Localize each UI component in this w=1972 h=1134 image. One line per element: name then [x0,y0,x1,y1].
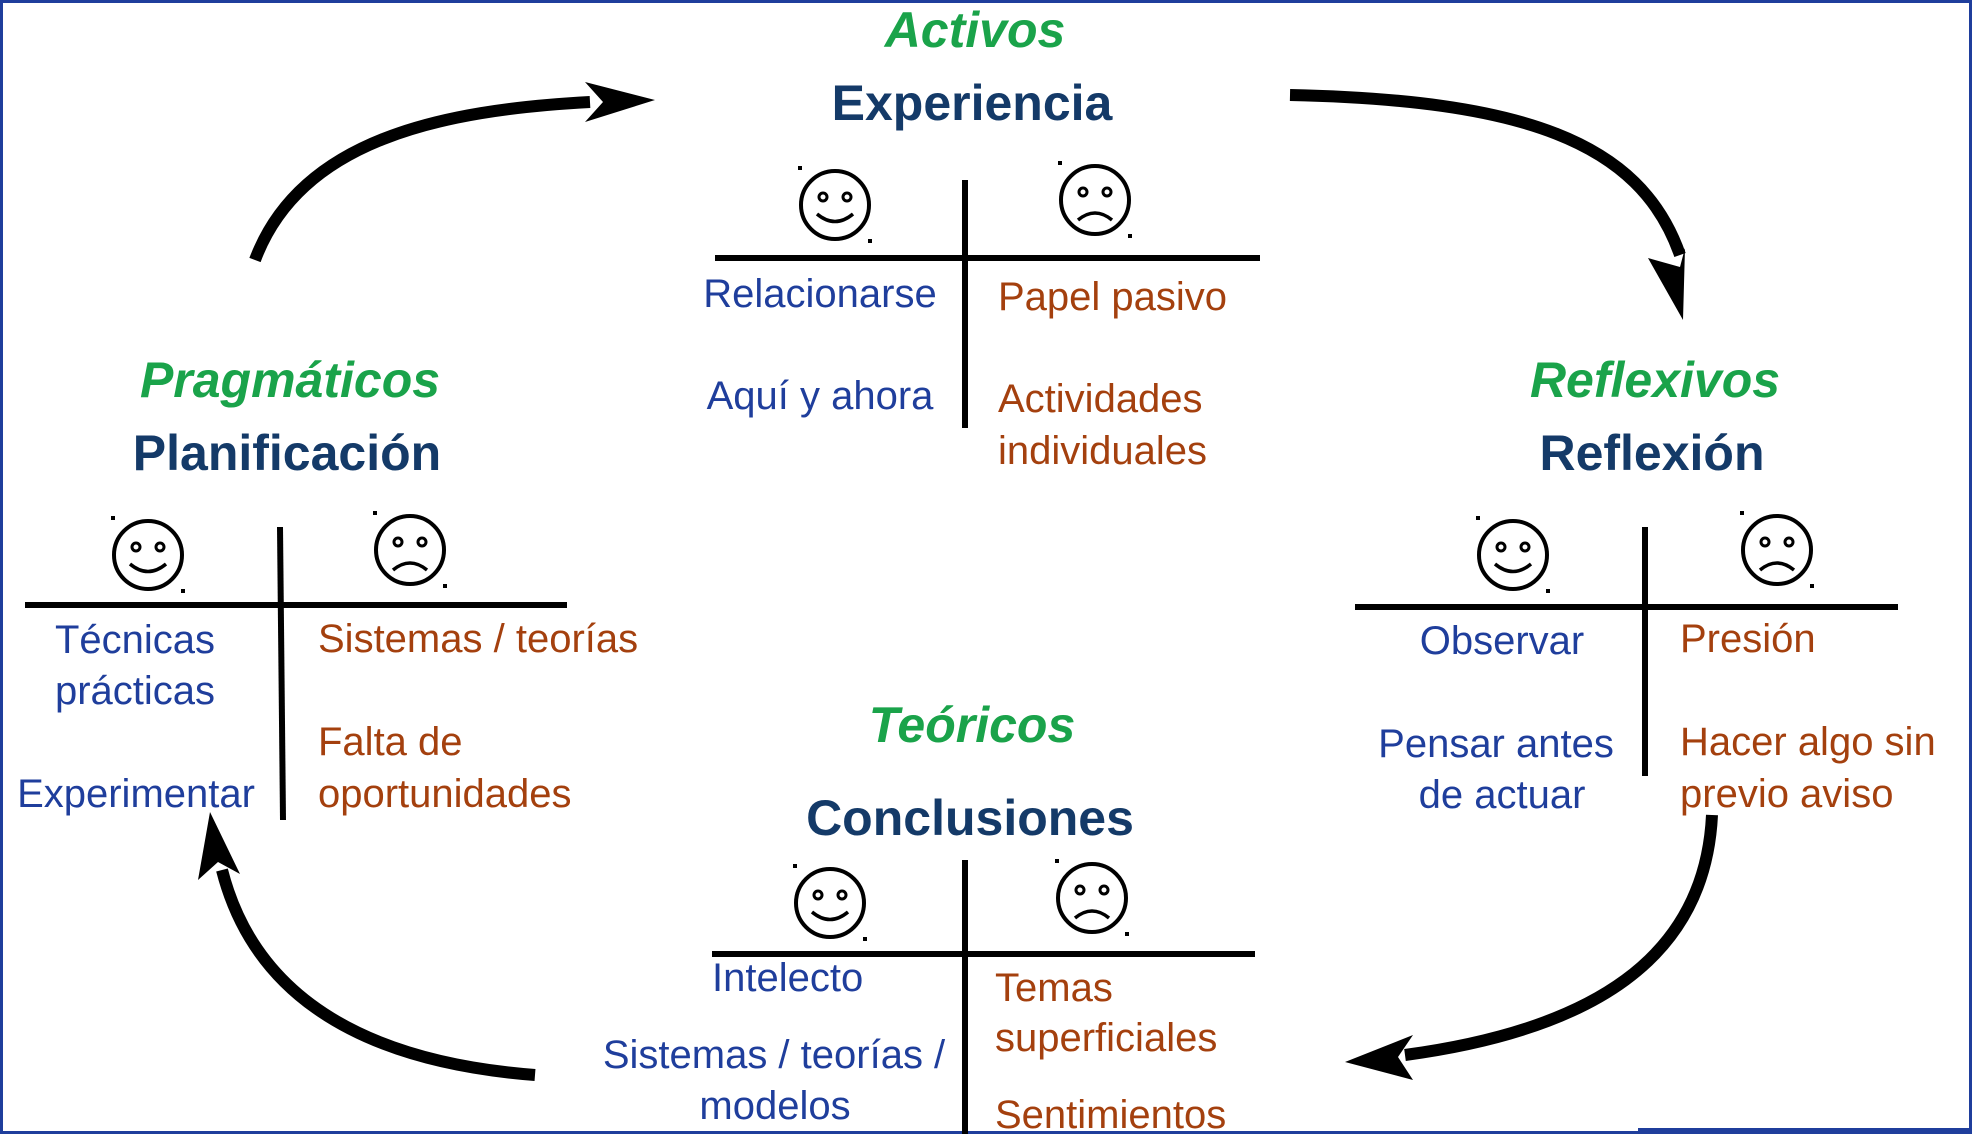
phase-label: Experiencia [832,75,1114,131]
t-chart-vertical [277,526,286,821]
happy-face-icon [791,862,869,943]
positive-item: Pensar antes [1378,722,1614,766]
sad-face-icon [1056,159,1134,240]
arrow-experiencia-to-reflexion [1289,89,1686,257]
sad-face-icon [1053,857,1131,938]
positive-item: de actuar [1419,773,1586,817]
negative-item: Falta de [318,720,463,764]
quadrant-reflexion: Reflexivos Reflexión Observar Pensar ant… [1355,352,1936,817]
arrow-reflexion-to-conclusiones [1404,814,1718,1061]
positive-item: Intelecto [712,956,863,1000]
sad-face-icon [371,509,449,590]
cycle-arrows [198,82,1718,1081]
arrow-conclusiones-to-planificacion [216,868,536,1081]
negative-item: Hacer algo sin [1680,720,1936,764]
quadrant-planificacion: Pragmáticos Planificación Técnicas práct… [17,352,638,821]
negative-item: individuales [998,429,1207,473]
negative-item: Sentimientos [995,1093,1226,1134]
phase-label: Planificación [133,425,441,481]
arrow-planificacion-to-experiencia [249,96,591,263]
positive-item: Observar [1420,619,1585,663]
positive-item: Experimentar [17,772,255,816]
negative-item: Actividades [998,377,1203,421]
negative-item: oportunidades [318,772,572,816]
happy-face-icon [796,164,874,245]
arrow-head-to-conclusiones [1345,1035,1413,1080]
phase-label: Conclusiones [806,790,1134,846]
negative-item: superficiales [995,1016,1217,1060]
quadrant-experiencia: Activos Experiencia Relacionarse Aquí y … [703,2,1260,473]
negative-item: Temas [995,966,1113,1010]
style-label: Activos [883,2,1066,58]
style-label: Teóricos [869,697,1076,753]
negative-item: Sistemas / teorías [318,617,638,661]
sad-face-icon [1738,509,1816,590]
happy-face-icon [1474,514,1552,595]
negative-item: Papel pasivo [998,275,1227,319]
phase-label: Reflexión [1539,425,1764,481]
negative-item: previo aviso [1680,772,1893,816]
arrow-head-to-experiencia [585,82,655,122]
style-label: Reflexivos [1530,352,1780,408]
positive-item: Sistemas / teorías / [603,1033,946,1077]
positive-item: Aquí y ahora [707,374,935,418]
style-label: Pragmáticos [140,352,440,408]
positive-item: Técnicas [55,618,215,662]
positive-item: Relacionarse [703,272,936,316]
arrow-head-to-reflexion [1648,248,1685,320]
negative-item: Presión [1680,617,1816,661]
happy-face-icon [109,514,187,595]
positive-item: prácticas [55,669,215,713]
positive-item: modelos [699,1084,850,1128]
quadrant-conclusiones: Teóricos Conclusiones Intelecto Sistemas… [603,697,1255,1134]
arrow-head-to-planificacion [198,812,240,880]
